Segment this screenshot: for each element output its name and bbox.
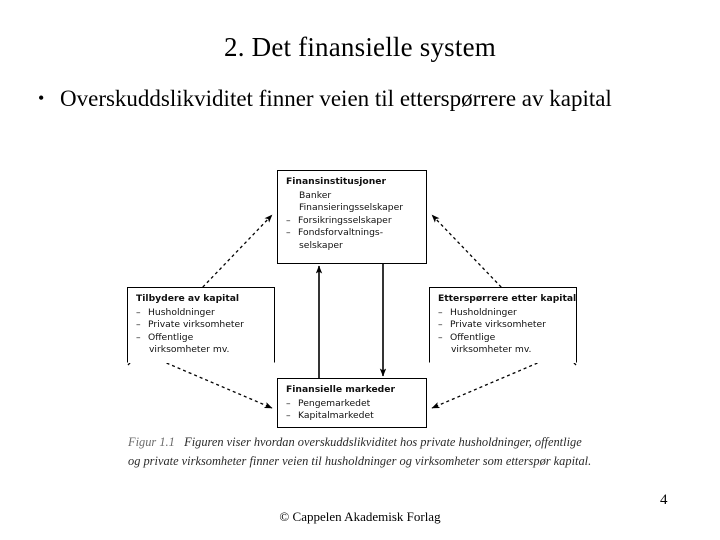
list-item: Pengemarkedet — [286, 398, 420, 411]
diagram-box-institutions: Finansinstitusjoner Banker Finansierings… — [277, 170, 427, 264]
diagram-box-markets: Finansielle markeder Pengemarkedet Kapit… — [277, 378, 427, 428]
list-item: Offentlige — [136, 332, 268, 345]
page-number: 4 — [660, 492, 668, 508]
box-item-list: Pengemarkedet Kapitalmarkedet — [286, 398, 420, 423]
box-item-list: Husholdninger Private virksomheter Offen… — [136, 307, 268, 357]
list-item: Husholdninger — [136, 307, 268, 320]
bullet-point-icon: • — [38, 88, 45, 108]
list-item: Finansieringsselskaper — [299, 202, 404, 214]
list-item: • Overskuddslikviditet finner veien til … — [38, 84, 686, 113]
list-item: Banker — [299, 189, 332, 201]
page-title: 2. Det finansielle system — [224, 32, 496, 62]
list-item: virksomheter mv. — [149, 344, 230, 356]
diagram-box-suppliers: Tilbydere av kapital Husholdninger Priva… — [127, 287, 275, 363]
figure-caption-text: Figuren viser hvordan overskuddslikvidit… — [128, 435, 592, 468]
list-item: Husholdninger — [438, 307, 570, 320]
box-item-list: Husholdninger Private virksomheter Offen… — [438, 307, 570, 357]
list-item: selskaper — [299, 239, 343, 251]
list-item: Kapitalmarkedet — [286, 410, 420, 423]
footer-credit: © Cappelen Akademisk Forlag — [279, 509, 441, 524]
list-item: Private virksomheter — [136, 319, 268, 332]
figure-caption-label: Figur 1.1 — [128, 435, 175, 449]
list-item: Offentlige — [438, 332, 570, 345]
box-item-list: Banker Finansieringsselskaper Forsikring… — [286, 190, 420, 253]
diagram-box-demanders: Etterspørrere etter kapital Husholdninge… — [429, 287, 577, 363]
box-title: Tilbydere av kapital — [136, 293, 240, 304]
arrow-suppliers-to-markets — [149, 355, 273, 409]
list-item: Forsikringsselskaper — [286, 215, 420, 228]
list-item: Fondsforvaltnings- — [286, 227, 420, 240]
box-title: Etterspørrere etter kapital — [438, 293, 577, 304]
bullet-list: • Overskuddslikviditet finner veien til … — [38, 84, 686, 113]
arrow-demanders-to-markets — [431, 355, 555, 409]
list-item: virksomheter mv. — [451, 344, 532, 356]
financial-system-diagram: Finansinstitusjoner Banker Finansierings… — [0, 160, 720, 440]
figure-caption: Figur 1.1 Figuren viser hvordan overskud… — [128, 433, 596, 471]
box-title: Finansinstitusjoner — [286, 176, 387, 187]
list-item: Private virksomheter — [438, 319, 570, 332]
box-title: Finansielle markeder — [286, 384, 396, 395]
bullet-item-text: Overskuddslikviditet finner veien til et… — [60, 86, 612, 111]
